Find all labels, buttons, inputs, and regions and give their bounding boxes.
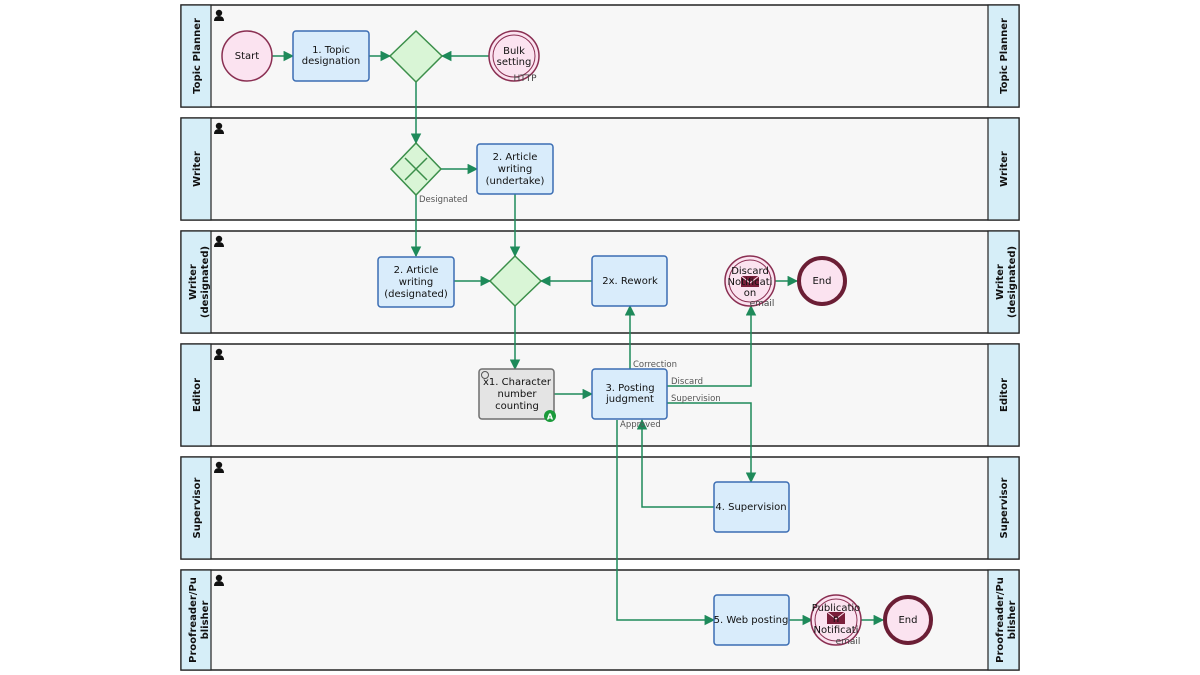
discard-label-line2: Notificati — [728, 277, 773, 288]
publication-label-line3: Notificati — [814, 625, 859, 636]
start-event-label: Start — [235, 51, 260, 62]
bulk-setting-label-line1: Bulk — [503, 46, 525, 57]
merge-gateway-writer-designated[interactable] — [488, 254, 543, 308]
sequence-flows — [272, 50, 885, 626]
lane-title-right: Supervisor — [999, 477, 1010, 538]
task-label-line1: 2. Article — [394, 265, 439, 276]
flow-supervision-back[interactable] — [636, 418, 714, 508]
discard-label-line1: Discard — [731, 266, 769, 277]
task-label-line3: (designated) — [384, 289, 448, 300]
bulk-setting-label-line2: setting — [497, 57, 532, 68]
lane-title-right: Editor — [999, 378, 1010, 412]
lane-proofreader-publisher: Proofreader/Pu blisher Proofreader/Pu bl… — [180, 569, 1020, 671]
start-event[interactable]: Start — [221, 30, 273, 82]
discard-tag: email — [750, 299, 775, 309]
task-rework[interactable]: 2x. Rework — [591, 255, 668, 307]
x-mark-icon — [404, 157, 428, 181]
end-event-1[interactable]: End — [797, 256, 847, 306]
lane-title-left-line2: blisher — [200, 601, 211, 640]
task-label-line3: counting — [495, 401, 539, 412]
envelope-flap — [826, 611, 846, 620]
task-label-line2: writing — [498, 164, 532, 175]
task-label: 2x. Rework — [602, 276, 658, 287]
flow-discard[interactable] — [667, 304, 757, 387]
task-supervision[interactable]: 4. Supervision — [713, 481, 790, 533]
parallel-gateway-topic[interactable] — [388, 29, 444, 84]
task-label: 4. Supervision — [715, 502, 786, 513]
lane-title-right-line1: Writer — [995, 264, 1006, 300]
task-label-line3: (undertake) — [486, 176, 545, 187]
task-label-line2: judgment — [605, 394, 654, 405]
discard-notification-event[interactable]: Discard Notificati on email — [724, 255, 776, 309]
lane-title-right-line2: (designated) — [1007, 246, 1018, 318]
task-label: 5. Web posting — [714, 615, 789, 626]
end-event-2-label: End — [898, 615, 917, 626]
lane-supervisor: Supervisor Supervisor — [180, 456, 1020, 560]
task-label-line1: 3. Posting — [605, 383, 654, 394]
lane-title-left: Topic Planner — [192, 18, 203, 94]
task-character-counting[interactable]: x1. Character number counting A — [478, 368, 556, 422]
task-label-line1: x1. Character — [483, 377, 552, 388]
lane-title-left: Supervisor — [192, 477, 203, 538]
task-web-posting[interactable]: 5. Web posting — [713, 594, 790, 646]
task-label-line2: number — [497, 389, 537, 400]
lane-title-right: Topic Planner — [999, 18, 1010, 94]
end-event-2[interactable]: End — [883, 595, 933, 645]
publication-notification-event[interactable]: Publicatio n Notificati email — [810, 594, 862, 647]
task-posting-judgment[interactable]: 3. Posting judgment — [591, 368, 668, 420]
flow-approved[interactable] — [616, 420, 716, 626]
task-label-line1: 1. Topic — [312, 45, 350, 56]
flow-label-discard: Discard — [671, 377, 703, 387]
lane-title-left-line2: (designated) — [200, 246, 211, 318]
lane-title-left: Writer — [192, 151, 203, 187]
envelope-icon — [741, 276, 759, 287]
task-article-writing-undertake[interactable]: 2. Article writing (undertake) — [476, 143, 554, 195]
lane-title-left-line1: Proofreader/Pu — [188, 577, 199, 663]
lane-title-right: Writer — [999, 151, 1010, 187]
publication-label-line2: n — [833, 614, 839, 625]
lane-title-right-line1: Proofreader/Pu — [995, 577, 1006, 663]
task-topic-designation[interactable]: 1. Topic designation — [292, 30, 370, 82]
task-label-line1: 2. Article — [493, 152, 538, 163]
lane-title-left-line1: Writer — [188, 264, 199, 300]
bulk-setting-event[interactable]: Bulk setting HTTP — [488, 30, 540, 84]
publication-label-line1: Publicatio — [812, 603, 861, 614]
task-article-writing-designated[interactable]: 2. Article writing (designated) — [377, 256, 455, 308]
bulk-setting-tag: HTTP — [513, 74, 537, 84]
publication-tag: email — [836, 637, 861, 647]
task-label-line2: designation — [302, 56, 360, 67]
flow-label-correction: Correction — [633, 360, 677, 370]
auto-badge-icon — [544, 410, 556, 422]
end-event-1-label: End — [812, 276, 831, 287]
flow-label-supervision: Supervision — [671, 394, 721, 404]
lane-writer: Writer Writer — [180, 117, 1020, 221]
auto-badge-label: A — [547, 413, 554, 422]
discard-label-line3: on — [744, 288, 756, 299]
flow-label-designated: Designated — [419, 195, 468, 205]
task-label-line2: writing — [399, 277, 433, 288]
exclusive-gateway-writer[interactable] — [389, 141, 443, 197]
lane-title-left: Editor — [192, 378, 203, 412]
gear-icon — [481, 371, 489, 379]
flow-supervision[interactable] — [667, 402, 757, 484]
flow-label-approved: Approved — [620, 420, 661, 430]
envelope-flap — [740, 275, 760, 284]
lane-title-right-line2: blisher — [1007, 601, 1018, 640]
